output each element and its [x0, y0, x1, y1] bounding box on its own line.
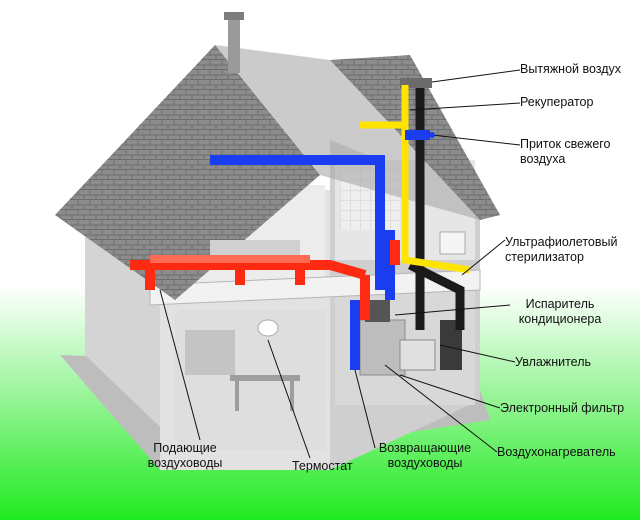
label-exhaust-air: Вытяжной воздух	[520, 62, 622, 76]
label-thermostat: Термостат	[292, 459, 353, 473]
table-leg	[235, 381, 239, 411]
callout-lines	[159, 69, 521, 459]
exhaust-duct	[407, 85, 465, 330]
heater-unit	[440, 320, 462, 370]
kitchen-cabinet	[185, 330, 235, 375]
label-uv-sterilizer: Ультрафиолетовый стерилизатор	[505, 235, 618, 264]
roof-ridge	[215, 45, 480, 220]
air-handler-unit	[359, 319, 406, 376]
label-fresh-air-intake: Приток свежего воздуха	[520, 137, 611, 166]
fresh-air-marker	[429, 132, 435, 138]
roof-vent-cap	[400, 78, 432, 88]
ceiling-lamp-icon	[257, 319, 279, 337]
humidifier-unit	[399, 339, 436, 371]
supply-diffuser-row	[150, 255, 310, 263]
label-recuperator: Рекуператор	[520, 95, 594, 109]
label-air-heater: Воздухонагреватель	[497, 445, 616, 459]
washing-machine	[439, 231, 466, 255]
label-humidifier: Увлажнитель	[515, 355, 592, 369]
roof-left	[55, 45, 320, 300]
chimney	[228, 18, 240, 73]
label-electronic-filter: Электронный фильтр	[500, 401, 625, 415]
table-leg	[290, 381, 294, 411]
label-return-ducts: Возвращающие воздуховоды	[378, 441, 472, 470]
dining-table	[230, 375, 300, 381]
label-ac-evaporator: Испаритель кондиционера	[518, 297, 602, 326]
evaporator-unit	[365, 300, 390, 322]
supply-duct	[130, 240, 400, 320]
label-supply-ducts: Подающие воздуховоды	[147, 441, 223, 470]
chimney-cap	[224, 12, 244, 20]
